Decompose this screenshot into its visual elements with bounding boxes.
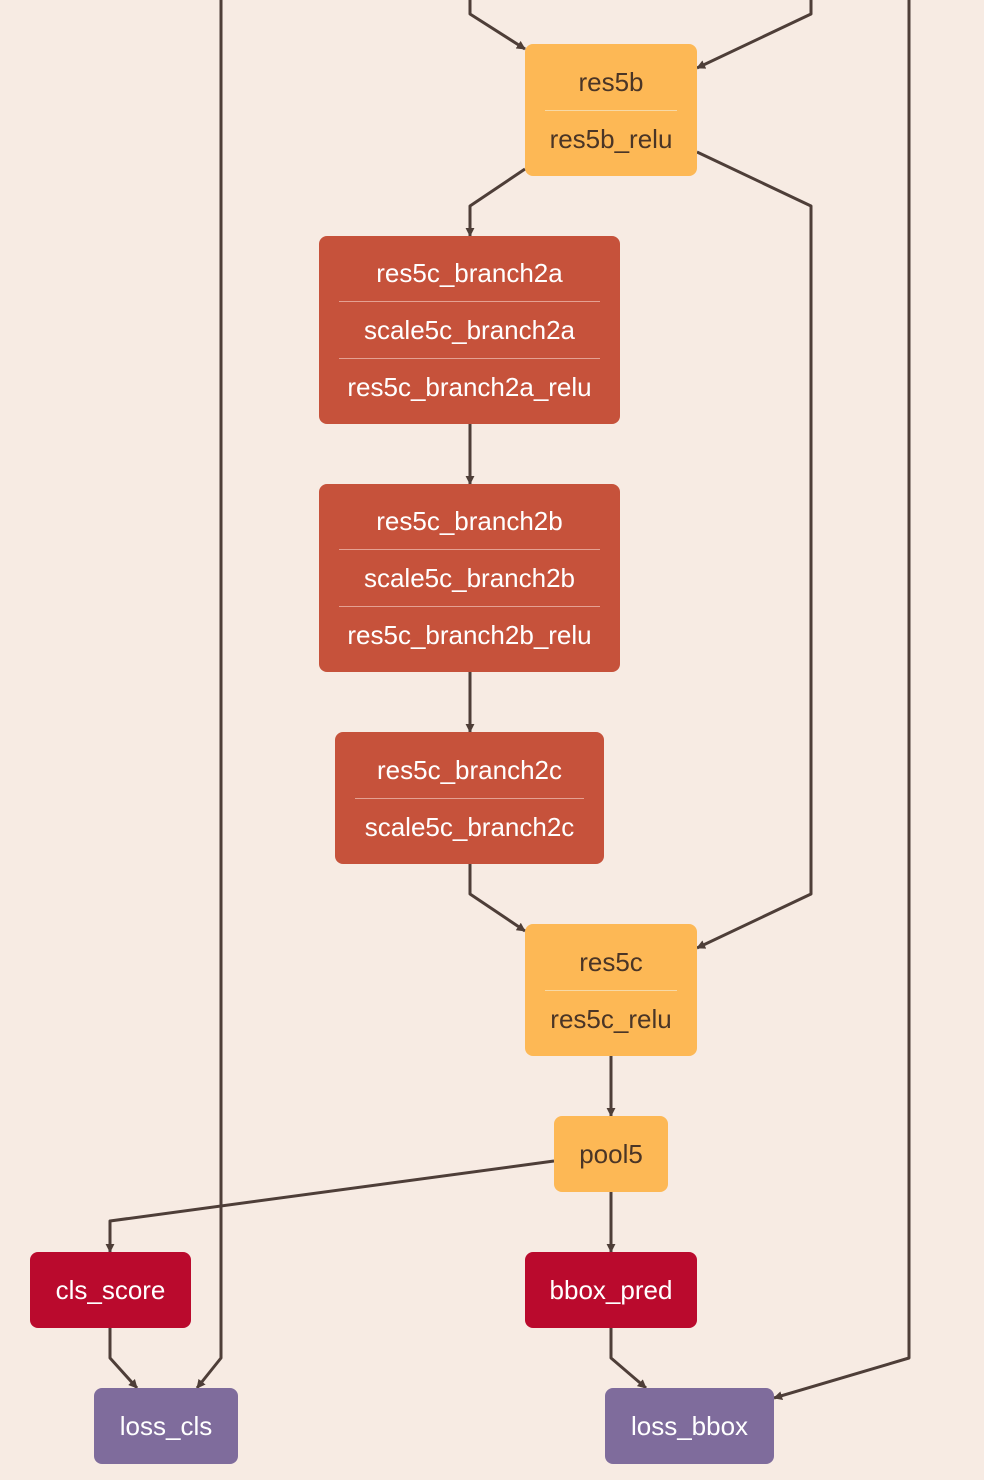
edge-cls-score-to-loss-cls [108,1328,139,1390]
layer-divider [339,606,600,607]
layer-label: res5c_branch2b [376,506,563,536]
layer-label: res5c_relu [550,1003,672,1034]
layer-label: res5c_branch2b_relu [347,620,592,650]
node-res5c-branch2c[interactable]: res5c_branch2c scale5c_branch2c [335,732,604,864]
layer-label: res5c_branch2c [377,754,562,785]
layer-divider [545,989,677,991]
layer-label: res5b_relu [549,123,673,154]
edge-in-right-to-res5b [696,0,813,70]
layer-label: cls_score [55,1275,166,1305]
edge-res5b-to-res5c-branch2a [465,167,526,237]
node-cls-score[interactable]: cls_score [30,1252,191,1328]
edge-bbox-targets-to-loss-bbox [773,0,911,1401]
node-loss-bbox[interactable]: loss_bbox [605,1388,774,1464]
node-res5b[interactable]: res5b res5b_relu [525,44,697,176]
node-res5c-branch2b[interactable]: res5c_branch2b scale5c_branch2b res5c_br… [319,484,620,672]
node-pool5[interactable]: pool5 [554,1116,668,1192]
node-res5c[interactable]: res5c res5c_relu [525,924,697,1056]
layer-label: res5b [578,66,644,97]
layer-label: res5c [579,946,643,977]
layer-label: scale5c_branch2c [364,811,575,842]
node-loss-cls[interactable]: loss_cls [94,1388,238,1464]
layer-label: loss_bbox [630,1411,749,1441]
node-res5c-branch2a[interactable]: res5c_branch2a scale5c_branch2a res5c_br… [319,236,620,424]
layer-label: pool5 [579,1139,643,1169]
edge-bbox-pred-to-loss-bbox [609,1328,647,1390]
layer-label: res5c_branch2a [376,258,563,288]
layer-label: scale5c_branch2a [363,315,576,345]
layer-divider [355,797,584,799]
layer-divider [339,301,600,302]
edge-in-left-to-res5b [468,0,526,51]
layer-label: res5c_branch2a_relu [347,372,592,402]
edge-branch2c-to-res5c [468,864,526,933]
layer-divider [339,549,600,550]
layer-divider [339,358,600,359]
edge-labels-to-loss-cls [195,0,223,1389]
layer-label: bbox_pred [549,1275,673,1305]
layer-divider [545,109,677,111]
edge-pool5-to-cls-score [105,1159,555,1253]
edge-res5b-to-res5c-skip [696,150,813,950]
layer-label: scale5c_branch2b [363,563,576,593]
layer-label: loss_cls [119,1411,213,1441]
node-bbox-pred[interactable]: bbox_pred [525,1252,697,1328]
